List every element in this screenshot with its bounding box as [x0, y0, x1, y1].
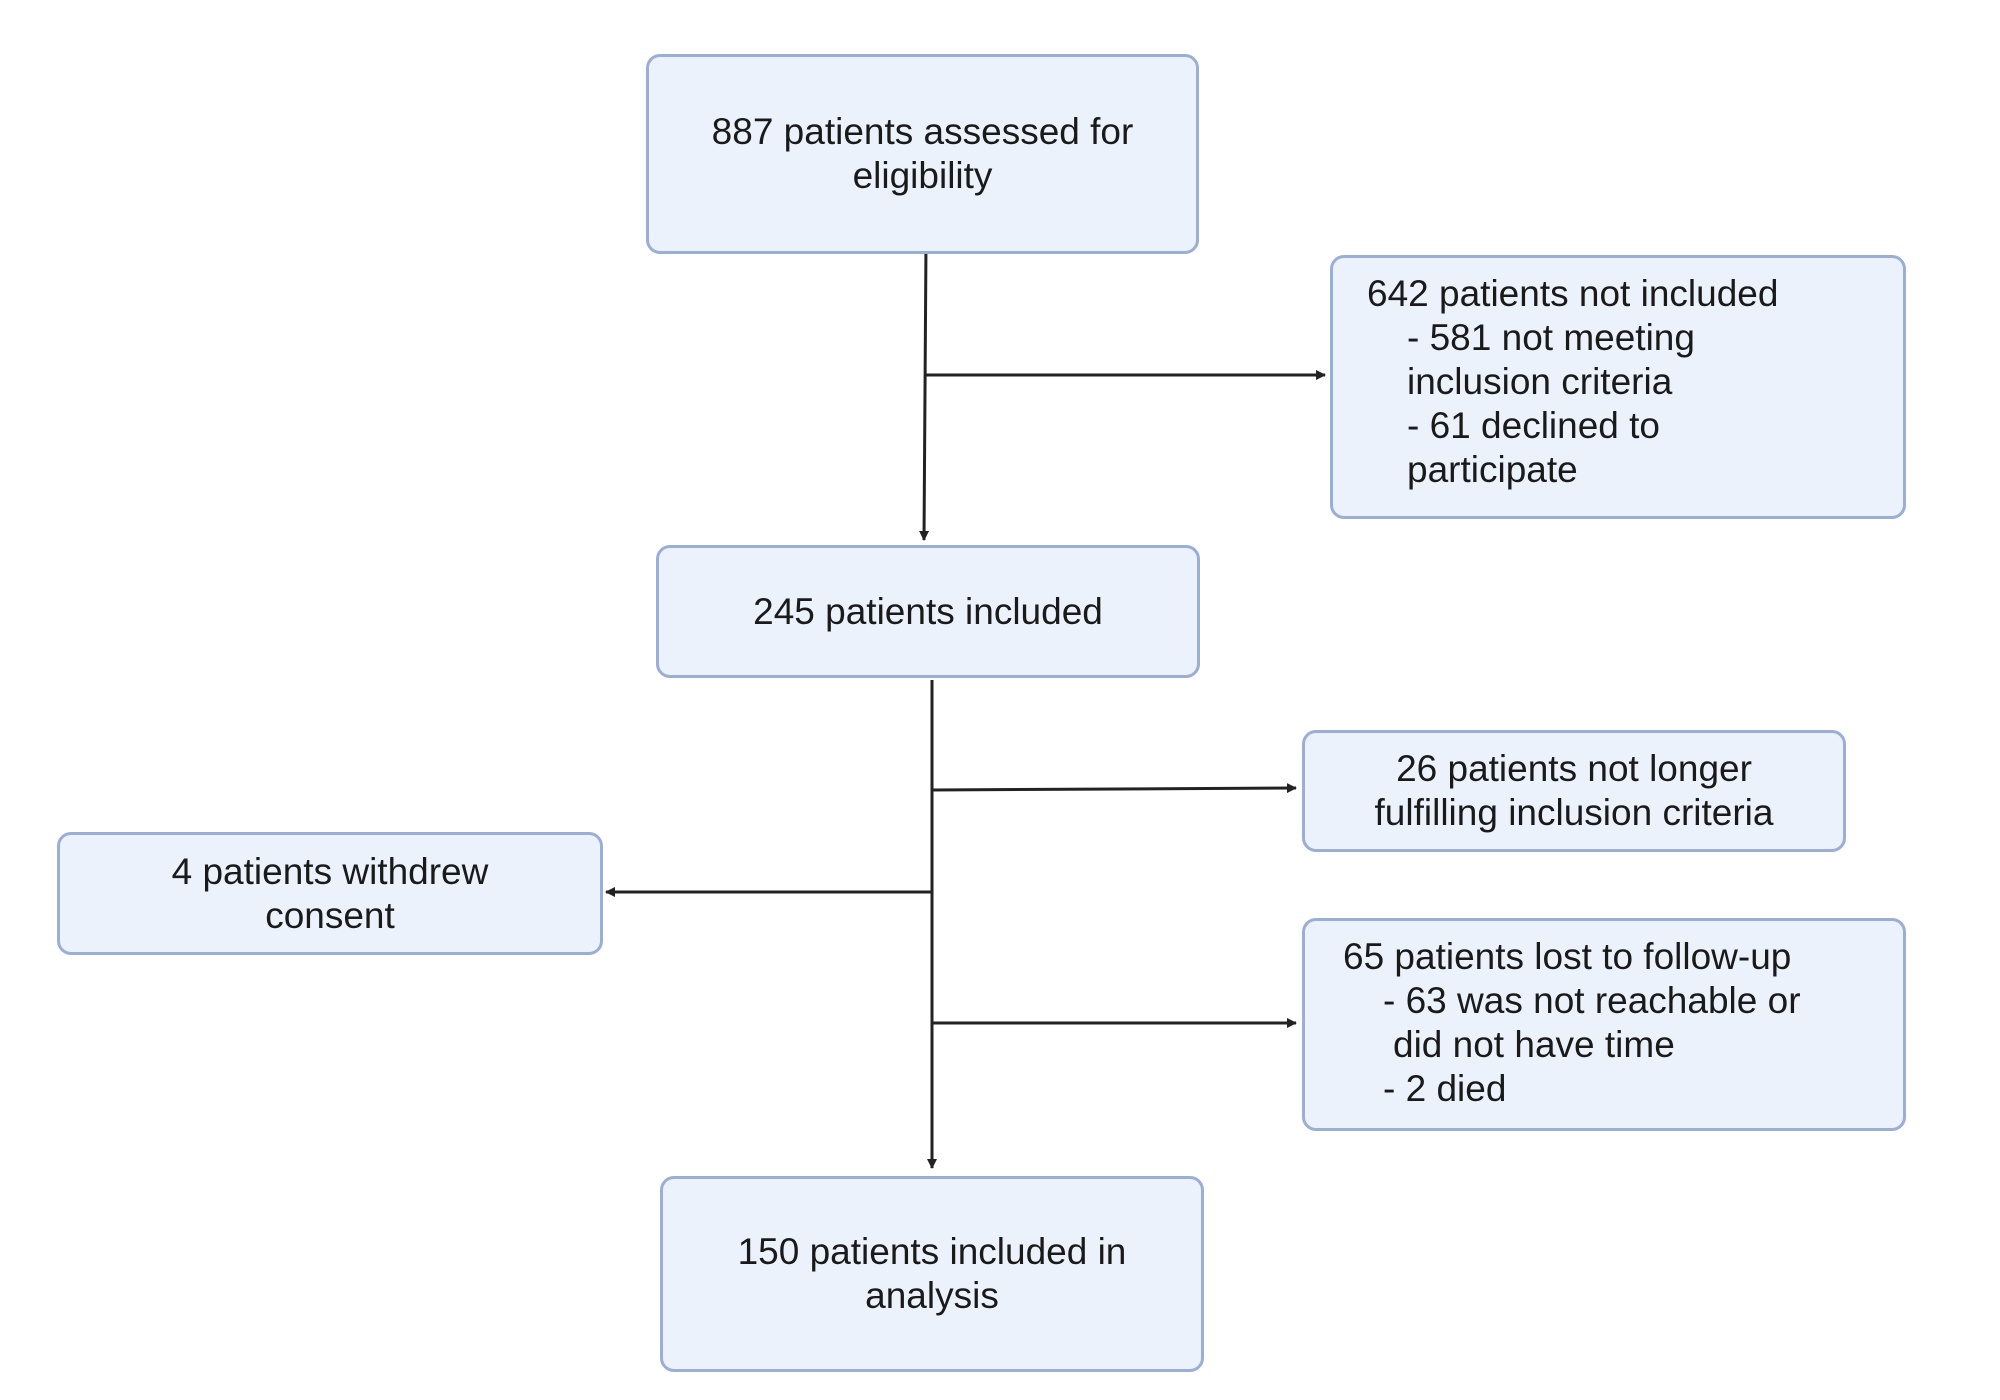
included-line-1: 245 patients included: [753, 590, 1103, 632]
assessed-line-1: 887 patients assessed for: [711, 111, 1134, 152]
withdrew-line-1: 4 patients withdrew: [171, 850, 489, 892]
assessed-line-2: eligibility: [852, 155, 993, 196]
analysis-box: 150 patients included in analysis: [660, 1176, 1204, 1372]
not-included-item-1: - 581 not meeting: [1407, 317, 1695, 358]
analysis-line-1: 150 patients included in: [737, 1231, 1127, 1272]
included-box: 245 patients included: [656, 545, 1200, 678]
analysis-line-2: analysis: [865, 1275, 999, 1316]
assessed-box: 887 patients assessed for eligibility: [646, 54, 1199, 254]
lost-item-1: - 63 was not reachable or: [1383, 980, 1801, 1021]
withdrew-line-2: consent: [265, 894, 395, 936]
not-included-item-2: inclusion criteria: [1407, 361, 1673, 402]
not-fulfilling-box: 26 patients not longer fulfilling inclus…: [1302, 730, 1846, 852]
withdrew-box: 4 patients withdrew consent: [57, 832, 603, 955]
arrow-assessed-to-included: [919, 242, 930, 541]
lost-item-3: - 2 died: [1383, 1068, 1507, 1109]
not-included-box: 642 patients not included - 581 not meet…: [1330, 255, 1906, 519]
lost-heading: 65 patients lost to follow-up: [1343, 936, 1792, 977]
not-included-item-3: - 61 declined to: [1407, 405, 1661, 446]
arrow-to-not-fulfilling: [931, 783, 1297, 794]
not-fulfilling-line-1: 26 patients not longer: [1396, 748, 1752, 789]
lost-box: 65 patients lost to follow-up - 63 was n…: [1302, 918, 1906, 1131]
not-fulfilling-line-2: fulfilling inclusion criteria: [1374, 792, 1774, 833]
not-included-item-4: participate: [1407, 449, 1578, 490]
not-included-heading: 642 patients not included: [1367, 273, 1779, 314]
lost-item-2: did not have time: [1393, 1024, 1675, 1065]
